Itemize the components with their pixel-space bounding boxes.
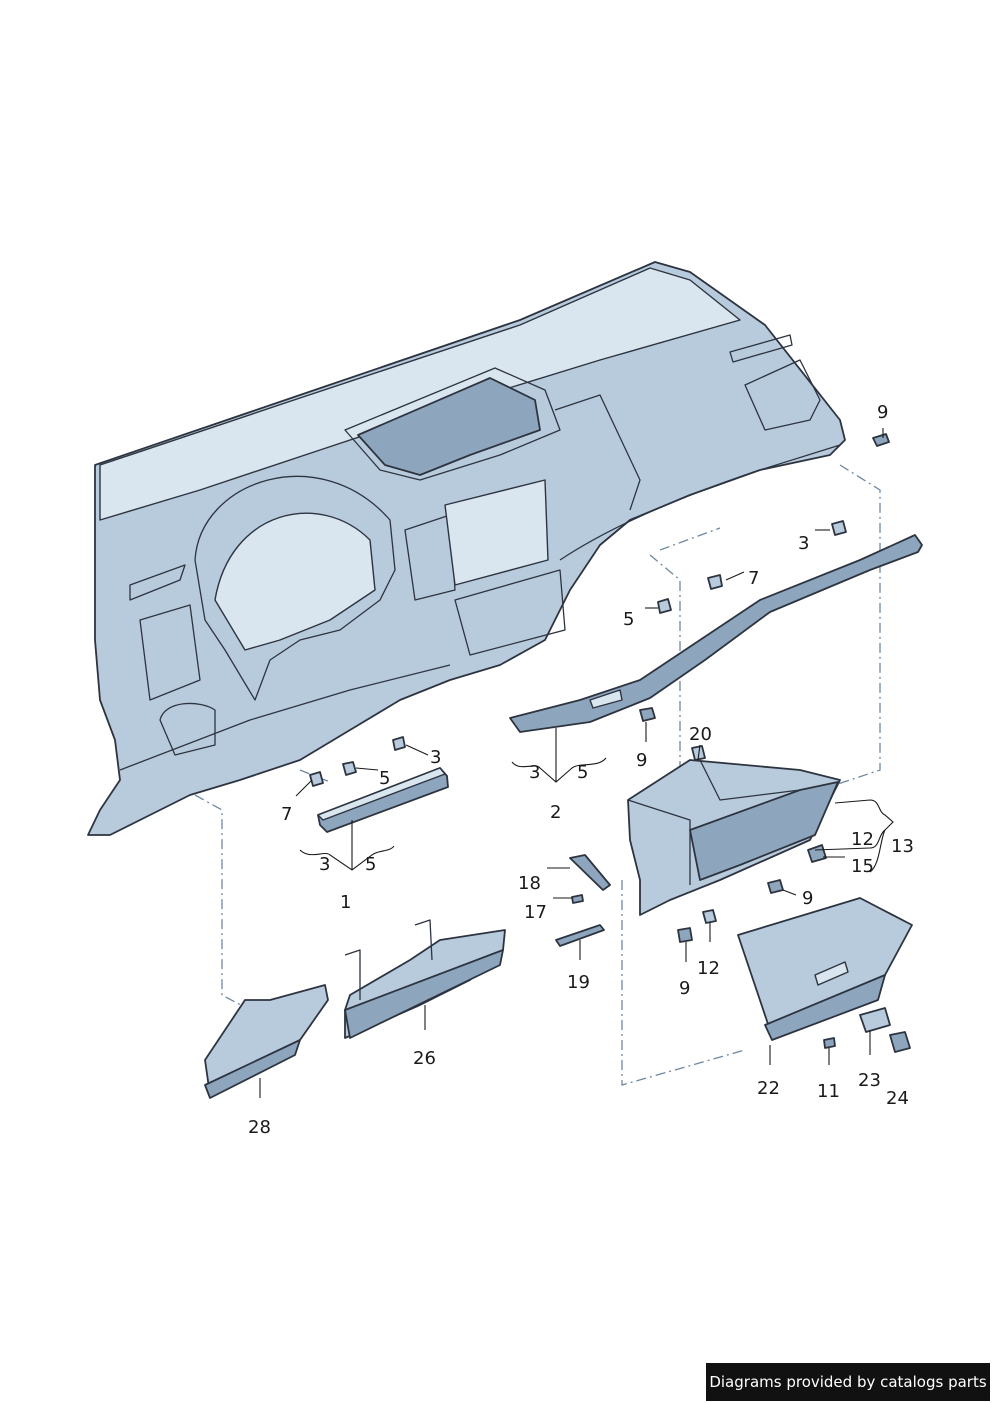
label-3: 3 bbox=[798, 533, 809, 554]
label-9: 9 bbox=[877, 402, 888, 423]
label-7: 7 bbox=[748, 568, 759, 589]
cover-28 bbox=[204, 984, 329, 1099]
label-9: 9 bbox=[636, 750, 647, 771]
label-24: 24 bbox=[886, 1088, 909, 1109]
footer-credit: Diagrams provided by catalogs parts bbox=[706, 1363, 990, 1401]
label-18: 18 bbox=[518, 873, 541, 894]
glove-box-lid bbox=[737, 897, 913, 1041]
label-5: 5 bbox=[379, 768, 390, 789]
label-13: 13 bbox=[891, 836, 914, 857]
label-5: 5 bbox=[577, 762, 588, 783]
label-3: 3 bbox=[529, 762, 540, 783]
dashboard-panel bbox=[87, 261, 846, 836]
label-2: 2 bbox=[550, 802, 561, 823]
label-5: 5 bbox=[365, 854, 376, 875]
label-11: 11 bbox=[817, 1081, 840, 1102]
trim-strip-2 bbox=[509, 534, 923, 733]
label-9: 9 bbox=[679, 978, 690, 999]
label-1: 1 bbox=[340, 892, 351, 913]
glove-box-housing bbox=[627, 759, 841, 916]
label-5: 5 bbox=[623, 609, 634, 630]
airbag-cover bbox=[344, 919, 506, 1039]
trim-strip-1 bbox=[317, 767, 449, 833]
label-9: 9 bbox=[802, 888, 813, 909]
assembly-lines bbox=[194, 464, 881, 1086]
fasteners bbox=[309, 433, 911, 1053]
label-19: 19 bbox=[567, 972, 590, 993]
label-23: 23 bbox=[858, 1070, 881, 1091]
label-12: 12 bbox=[697, 958, 720, 979]
leader-lines bbox=[259, 428, 894, 1098]
part-labels: 1 2 3 3 3 3 5 5 5 5 7 7 9 9 9 9 11 12 12… bbox=[248, 402, 914, 1138]
label-26: 26 bbox=[413, 1048, 436, 1069]
label-17: 17 bbox=[524, 902, 547, 923]
label-3: 3 bbox=[319, 854, 330, 875]
label-22: 22 bbox=[757, 1078, 780, 1099]
label-20: 20 bbox=[689, 724, 712, 745]
label-15: 15 bbox=[851, 856, 874, 877]
label-7: 7 bbox=[281, 804, 292, 825]
label-12: 12 bbox=[851, 829, 874, 850]
label-28: 28 bbox=[248, 1117, 271, 1138]
label-3: 3 bbox=[430, 747, 441, 768]
